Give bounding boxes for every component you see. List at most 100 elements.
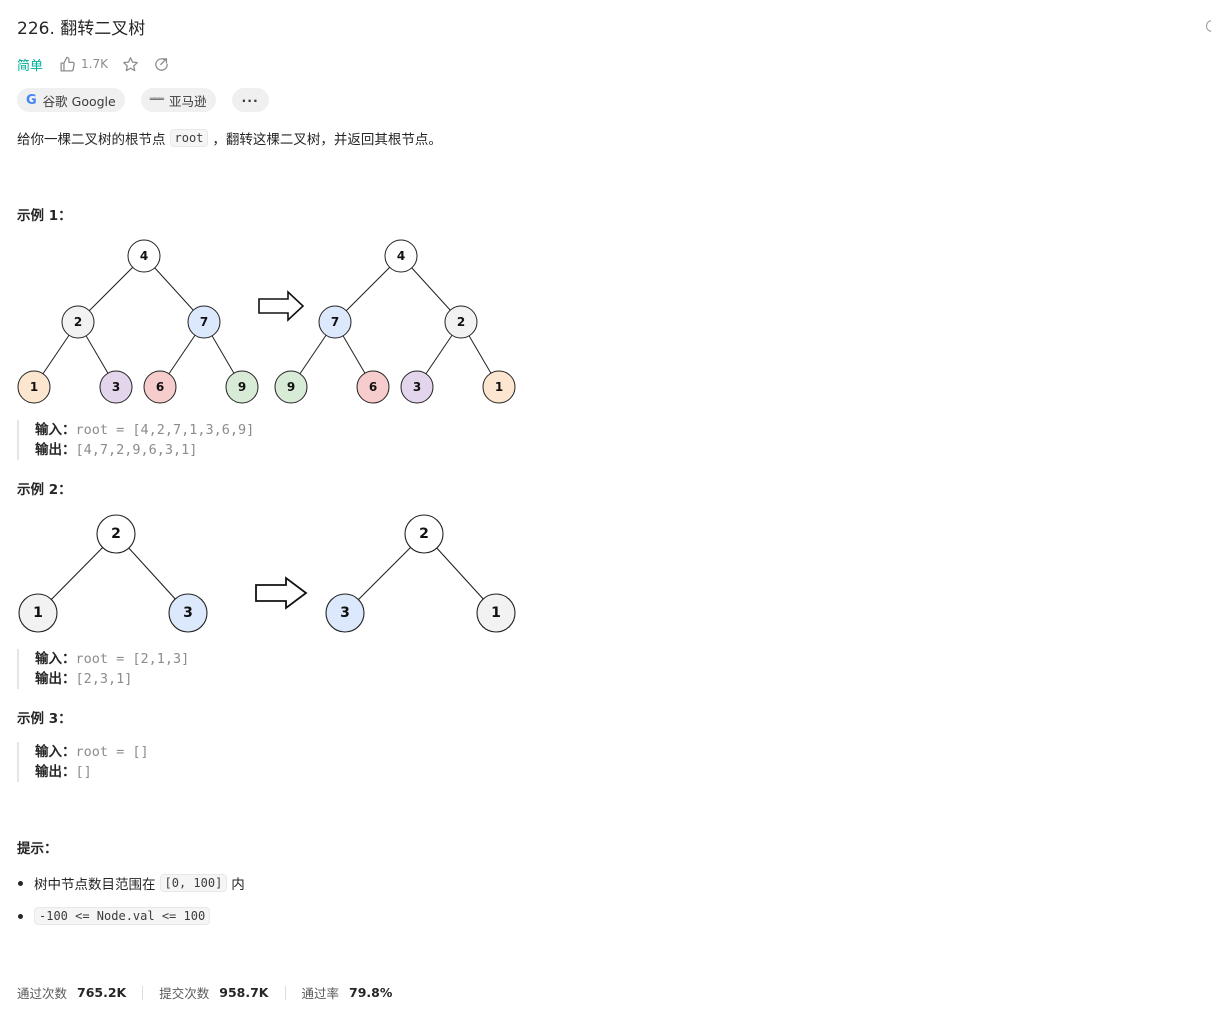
node-label: 1: [495, 380, 503, 394]
right-arrow-icon: [258, 290, 305, 322]
description-text-end: ，翻转这棵二叉树，并返回其根节点。: [212, 132, 442, 148]
node-circle: [17, 370, 51, 404]
acceptance-rate-label: 通过率: [301, 986, 340, 1001]
google-icon: G: [26, 92, 37, 108]
node-circle: [482, 370, 516, 404]
share-icon: [155, 57, 168, 71]
share-button[interactable]: [153, 56, 170, 73]
thumbs-up-icon: [60, 56, 75, 72]
example-3-heading: 示例 3：: [17, 711, 72, 727]
input-value: root = [4,2,7,1,3,6,9]: [75, 422, 255, 438]
example-1-diagram: 4 2 7 1 3 6 9 4 7 2 9 6 3 1: [17, 239, 516, 404]
node-circle: [384, 239, 418, 273]
node-label: 3: [340, 605, 350, 621]
node-label: 2: [74, 315, 82, 329]
node-circle: [18, 593, 58, 633]
node-circle: [99, 370, 133, 404]
problem-title: 226. 翻转二叉树: [17, 19, 146, 39]
node-label: 1: [33, 605, 43, 621]
hint-text: 内: [231, 877, 245, 893]
output-label: 输出：: [35, 764, 76, 780]
submissions-value: 958.7K: [219, 985, 269, 1000]
node-circle: [274, 370, 308, 404]
side-panel-icon[interactable]: [1206, 20, 1211, 32]
list-item: -100 <= Node.val <= 100: [17, 905, 245, 927]
bullet-dot: [18, 880, 23, 886]
tag-label: 亚马逊: [169, 93, 207, 109]
node-circle: [127, 239, 161, 273]
problem-description: 给你一棵二叉树的根节点 root ，翻转这棵二叉树，并返回其根节点。: [17, 128, 442, 148]
node-label: 3: [413, 380, 421, 394]
output-value: []: [75, 764, 92, 780]
node-label: 6: [369, 380, 377, 394]
input-value: root = []: [75, 744, 149, 760]
output-value: [2,3,1]: [75, 671, 133, 687]
hint-code: [0, 100]: [159, 874, 228, 892]
difficulty-badge[interactable]: 简单: [17, 58, 44, 74]
node-label: 4: [140, 249, 148, 263]
node-label: 1: [491, 605, 501, 621]
example-3-io: 输入：root = [] 输出：[]: [17, 742, 149, 782]
output-label: 输出：: [35, 442, 76, 458]
stat-divider: [142, 985, 144, 1000]
node-circle: [96, 514, 136, 554]
example-1-io: 输入：root = [4,2,7,1,3,6,9] 输出：[4,7,2,9,6,…: [17, 420, 254, 460]
hint-code: -100 <= Node.val <= 100: [34, 907, 211, 925]
like-button[interactable]: 1.7K: [59, 56, 108, 73]
node-label: 2: [111, 526, 121, 542]
bullet-dot: [18, 913, 23, 919]
node-circle: [404, 514, 444, 554]
node-circle: [444, 305, 478, 339]
node-circle: [187, 305, 221, 339]
node-circle: [318, 305, 352, 339]
example-1-heading: 示例 1：: [17, 208, 72, 224]
node-circle: [356, 370, 390, 404]
hints-list: 树中节点数目范围在 [0, 100] 内 -100 <= Node.val <=…: [17, 872, 245, 938]
more-tags-button[interactable]: ···: [231, 88, 269, 112]
tag-label: 谷歌 Google: [42, 93, 116, 109]
node-label: 9: [238, 380, 246, 394]
node-circle: [143, 370, 177, 404]
list-item: 树中节点数目范围在 [0, 100] 内: [17, 872, 245, 894]
company-tags: G 谷歌 Google ═══ 亚马逊 ···: [17, 88, 269, 112]
node-circle: [168, 593, 208, 633]
description-text-start: 给你一棵二叉树的根节点: [17, 132, 166, 148]
favorite-button[interactable]: [122, 56, 139, 73]
node-label: 4: [397, 249, 405, 263]
node-circle: [225, 370, 259, 404]
example-2-diagram: 2 1 3 2 3 1: [18, 514, 516, 633]
description-code: root: [169, 129, 209, 147]
node-circle: [61, 305, 95, 339]
stat-divider: [284, 985, 286, 1000]
accepted-label: 通过次数: [17, 986, 68, 1001]
submissions-label: 提交次数: [159, 986, 210, 1001]
tag-google[interactable]: G 谷歌 Google: [17, 88, 125, 112]
node-circle: [325, 593, 365, 633]
input-label: 输入：: [35, 744, 76, 760]
tag-amazon[interactable]: ═══ 亚马逊: [140, 88, 216, 112]
node-label: 7: [331, 315, 339, 329]
submission-stats: 通过次数 765.2K 提交次数 958.7K 通过率 79.8%: [17, 983, 392, 1002]
star-icon: [123, 56, 138, 71]
node-label: 9: [287, 380, 295, 394]
input-label: 输入：: [35, 651, 76, 667]
input-label: 输入：: [35, 422, 76, 438]
input-value: root = [2,1,3]: [75, 651, 190, 667]
node-label: 1: [30, 380, 38, 394]
hint-text: 树中节点数目范围在: [34, 877, 156, 893]
accepted-value: 765.2K: [77, 985, 127, 1000]
node-label: 2: [419, 526, 429, 542]
node-label: 2: [457, 315, 465, 329]
node-circle: [476, 593, 516, 633]
acceptance-rate-value: 79.8%: [349, 985, 393, 1000]
like-count: 1.7K: [81, 57, 108, 71]
output-value: [4,7,2,9,6,3,1]: [75, 442, 198, 458]
right-arrow-icon: [255, 576, 308, 610]
example-2-io: 输入：root = [2,1,3] 输出：[2,3,1]: [17, 649, 189, 689]
node-label: 3: [183, 605, 193, 621]
node-label: 3: [112, 380, 120, 394]
node-circle: [400, 370, 434, 404]
amazon-icon: ═══: [149, 95, 164, 105]
node-label: 7: [200, 315, 208, 329]
node-label: 6: [156, 380, 164, 394]
